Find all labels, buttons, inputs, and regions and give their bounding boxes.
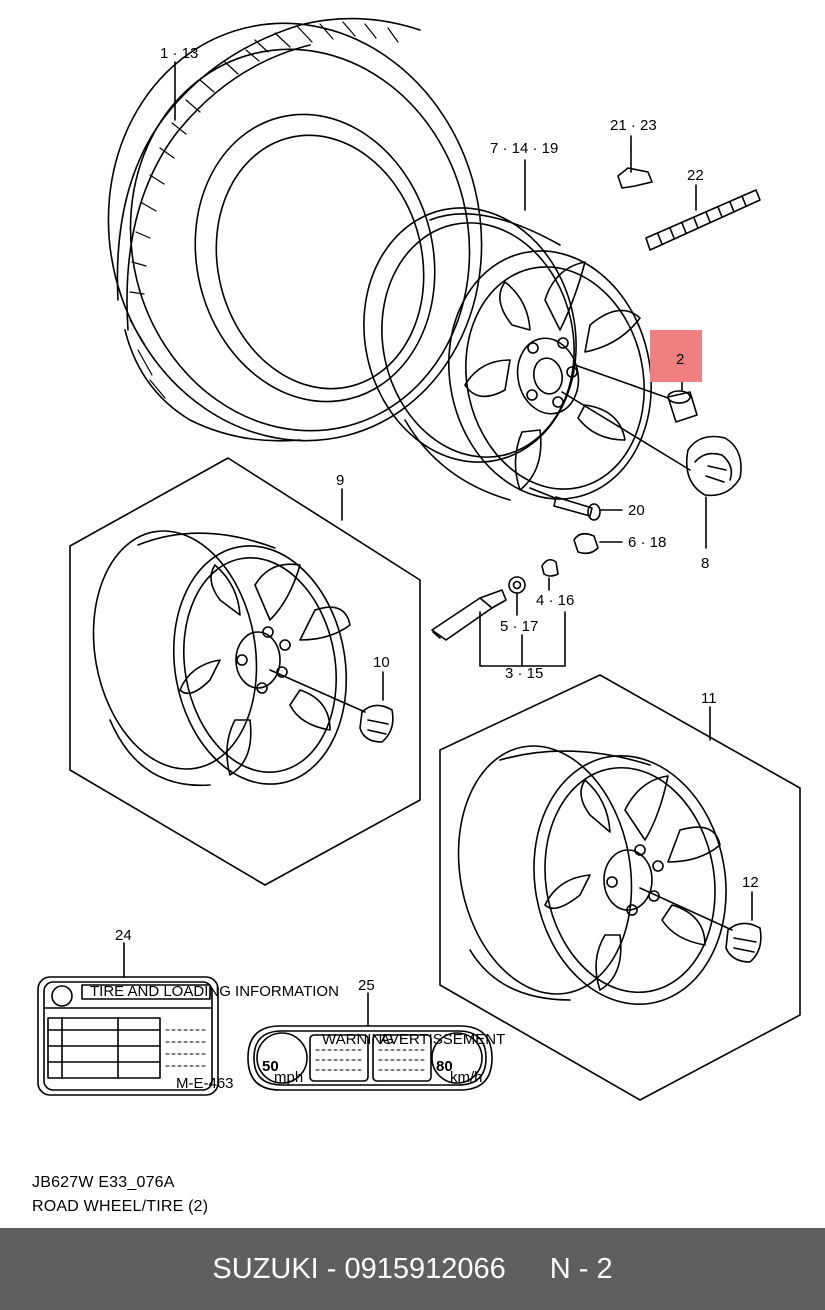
speed-warning-label-25 xyxy=(247,1025,493,1091)
warning-right-text: AVERTISSEMENT xyxy=(380,1031,505,1048)
callout-10: 10 xyxy=(373,654,390,671)
callout-3-15: 3 · 15 xyxy=(505,665,543,682)
callout-8: 8 xyxy=(701,555,709,572)
variant-box-9 xyxy=(69,457,421,886)
callout-22: 22 xyxy=(687,167,704,184)
speed-left-unit: mph xyxy=(274,1069,303,1086)
callout-12: 12 xyxy=(742,874,759,891)
callout-9: 9 xyxy=(336,472,344,489)
tpms-sensor-icon xyxy=(431,589,507,641)
callout-21-23: 21 · 23 xyxy=(610,117,657,134)
callout-7-14-19: 7 · 14 · 19 xyxy=(490,140,558,157)
speed-left-number: 50 xyxy=(262,1058,279,1075)
speed-right-unit: km/h xyxy=(450,1069,483,1086)
valve-cap-icon xyxy=(573,532,623,555)
callout-20: 20 xyxy=(628,502,645,519)
callout-6-18: 6 · 18 xyxy=(628,534,666,551)
locking-key-icon xyxy=(617,149,653,189)
center-cap-icon xyxy=(686,435,742,497)
callout-5-17: 5 · 17 xyxy=(500,618,538,635)
footer-page: N - 2 xyxy=(549,1252,613,1285)
speed-right-number: 80 xyxy=(436,1058,453,1075)
highlight-callout-2 xyxy=(650,330,702,382)
main-wheel-illustration xyxy=(363,207,653,501)
callout-2: 2 xyxy=(676,351,684,368)
callout-1-13: 1 · 13 xyxy=(160,45,198,62)
wheel-variant-9-illustration xyxy=(92,530,351,787)
center-cap-10-icon xyxy=(359,704,394,743)
balance-weight-icon xyxy=(645,189,761,251)
tire-info-placard-24 xyxy=(37,976,219,1096)
placard-title: TIRE AND LOADING INFORMATION xyxy=(90,983,339,1000)
warning-left-text: WARNING xyxy=(322,1031,394,1048)
tire-illustration xyxy=(107,17,483,442)
callout-11: 11 xyxy=(701,690,717,707)
callout-24: 24 xyxy=(115,927,132,944)
tpms-cap-icon xyxy=(541,558,559,577)
footer-bar: SUZUKI - 0915912066 N - 2 xyxy=(0,1228,825,1310)
tpms-nut-icon xyxy=(508,576,526,594)
footer-part-number: SUZUKI - 0915912066 xyxy=(212,1252,506,1285)
valve-stem-icon xyxy=(553,496,601,521)
center-cap-12-icon xyxy=(725,922,762,963)
variant-box-11 xyxy=(439,674,801,1101)
callout-25: 25 xyxy=(358,977,375,994)
wheel-variant-11-illustration xyxy=(457,745,727,1006)
diagram-code: JB627W E33_076A xyxy=(32,1174,175,1191)
exploded-parts-diagram: TIRE AND LOADING INFORMATION M-E-463 50 … xyxy=(37,17,801,1101)
lug-nut-icon xyxy=(667,390,698,423)
diagram-title: ROAD WHEEL/TIRE (2) xyxy=(32,1198,209,1215)
placard-code: M-E-463 xyxy=(176,1075,234,1092)
callout-4-16: 4 · 16 xyxy=(536,592,574,609)
